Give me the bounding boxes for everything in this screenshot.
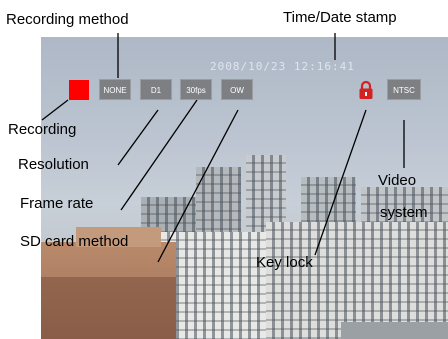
label-recording-method: Recording method [6, 11, 129, 28]
building-white [161, 232, 281, 339]
label-resolution: Resolution [18, 156, 89, 173]
record-square-icon [69, 80, 89, 100]
building-distant [196, 167, 241, 232]
label-sd-card-method: SD card method [20, 233, 129, 250]
resolution-button[interactable]: D1 [140, 79, 172, 100]
building-brown-dark [41, 277, 176, 339]
label-key-lock: Key lock [256, 254, 313, 271]
sd-card-method-button[interactable]: OW [221, 79, 253, 100]
label-video-system-line2: system [380, 204, 428, 221]
building-white [266, 222, 448, 339]
building-brown [41, 242, 176, 339]
label-frame-rate: Frame rate [20, 195, 94, 212]
label-video-system-line1: Video [378, 172, 417, 189]
video-system-button[interactable]: NTSC [387, 79, 421, 100]
building-distant [246, 155, 286, 235]
frame-rate-button[interactable]: 30fps [180, 79, 212, 100]
building-brown-roof [76, 227, 161, 247]
recording-method-button[interactable]: NONE [99, 79, 131, 100]
padlock-icon [359, 80, 373, 99]
timestamp-readout: 2008/10/23 12:16:41 [210, 60, 355, 73]
building-gray [341, 322, 448, 339]
label-time-date-stamp: Time/Date stamp [283, 9, 397, 26]
label-recording: Recording [8, 121, 77, 138]
